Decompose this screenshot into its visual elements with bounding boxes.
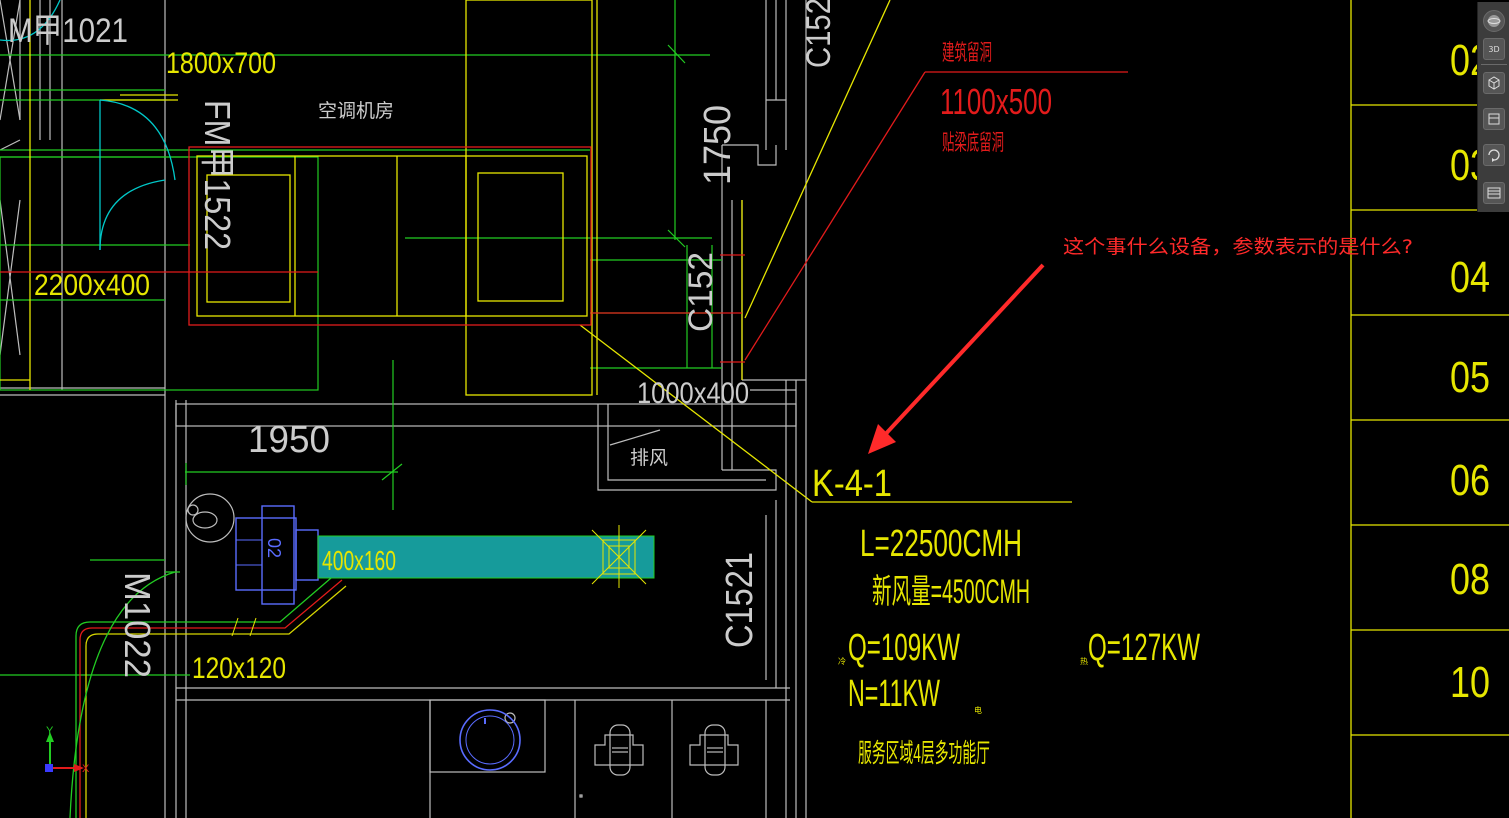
- mark-heat: 热: [1080, 656, 1088, 666]
- param-heating: Q=127KW: [1088, 627, 1200, 669]
- duct-size-120x120: 120x120: [192, 652, 286, 685]
- navigation-toolbar: 3D: [1477, 2, 1509, 212]
- pipe-tick: [249, 617, 257, 637]
- window-label-c152-top: C152: [800, 0, 838, 68]
- red-pipe-lines: [0, 71, 1128, 818]
- room-label: 空调机房: [318, 100, 394, 122]
- param-fresh-air: 新风量=4500CMH: [872, 573, 1030, 611]
- duct-size-400x160: 400x160: [322, 545, 396, 576]
- door-label-m1021: M甲1021: [8, 12, 128, 50]
- globe-icon[interactable]: [1483, 10, 1505, 32]
- equipment-tag: K-4-1: [812, 463, 892, 505]
- axis-tag-05: 05: [1450, 353, 1490, 402]
- window-label-c152-mid: C152: [682, 252, 720, 332]
- param-power: N=11KW: [848, 673, 940, 715]
- sink-basin-inner: [465, 715, 515, 765]
- axis-tag-08: 08: [1450, 555, 1490, 604]
- note-opening-sub: 贴梁底留洞: [942, 130, 1004, 155]
- note-opening-size: 1100x500: [940, 81, 1052, 122]
- cube-icon[interactable]: [1483, 72, 1505, 94]
- view-cube-icon[interactable]: [1483, 108, 1505, 130]
- mark-cool: 冷: [838, 656, 846, 666]
- red-arrow-annotation: [868, 263, 1045, 454]
- door-swings: [0, 0, 180, 818]
- question-annotation: 这个事什么设备，参数表示的是什么?: [1063, 236, 1413, 258]
- architecture-walls: [0, 0, 807, 818]
- window-label-c1521: C1521: [719, 552, 761, 648]
- dim-1800x700: 1800x700: [166, 47, 276, 80]
- axis-tag-06: 06: [1450, 456, 1490, 505]
- axis-tag-10: 10: [1450, 658, 1490, 707]
- ucs-x-label: X: [82, 763, 90, 775]
- btn-3d[interactable]: 3D: [1483, 38, 1505, 60]
- ucs-y-label: Y: [46, 725, 54, 737]
- ucs-icon: [45, 732, 84, 772]
- sink-basin: [459, 709, 521, 771]
- exhaust-label: 排风: [630, 447, 668, 469]
- param-airflow: L=22500CMH: [860, 523, 1022, 565]
- pipe-tick: [231, 617, 239, 637]
- dim-2200x400: 2200x400: [34, 269, 150, 302]
- supply-duct[interactable]: [317, 535, 655, 579]
- door-label-fm: FM甲1522: [197, 100, 238, 250]
- door-label-m1022: M1022: [117, 572, 158, 678]
- param-cooling: Q=109KW: [848, 627, 960, 669]
- dim-1950: 1950: [248, 419, 330, 461]
- dim-1000x400: 1000x400: [637, 377, 749, 410]
- mark-elec: 电: [974, 705, 982, 715]
- unit-label-02: 02: [264, 538, 284, 558]
- axis-tag-04: 04: [1450, 253, 1490, 302]
- plumbing-fixtures: [185, 493, 739, 776]
- orbit-icon[interactable]: [1483, 144, 1505, 166]
- param-service-area: 服务区域4层多功能厅: [858, 738, 990, 768]
- dim-1750: 1750: [697, 105, 739, 185]
- note-opening-title: 建筑留洞: [942, 40, 992, 65]
- layout-icon[interactable]: [1483, 182, 1505, 204]
- diffuser-icon: [591, 525, 647, 588]
